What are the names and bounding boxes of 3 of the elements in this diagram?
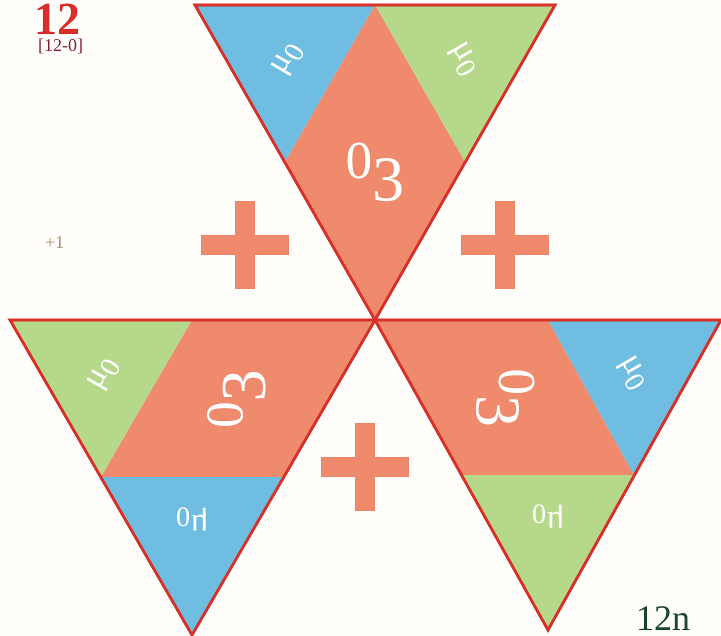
math-symbol: $^{0}$3 xyxy=(346,134,404,212)
charge-label: +1 xyxy=(45,233,64,251)
number-label: 12n xyxy=(636,600,690,636)
